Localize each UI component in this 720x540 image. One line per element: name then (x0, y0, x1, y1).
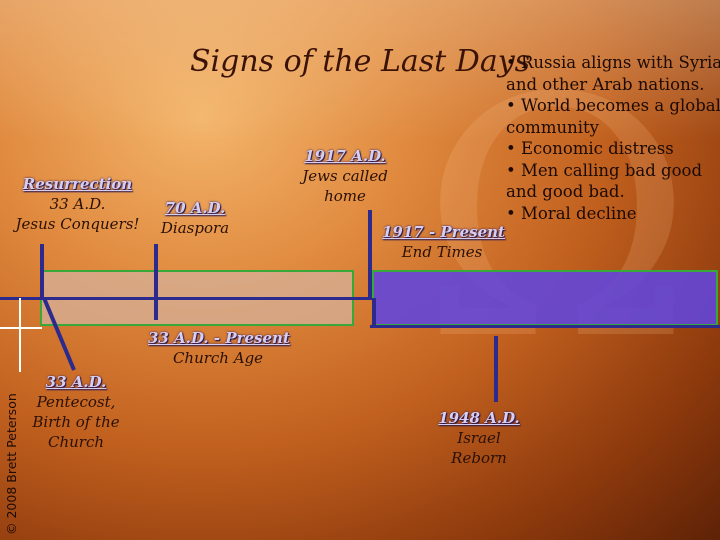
church-age-marker (154, 298, 158, 320)
signs-list-line: • Russia aligns with Syria (506, 53, 720, 72)
diaspora-date: 70 A.D. (164, 199, 226, 217)
church-age-label: 33 A.D. - Present Church Age (148, 328, 290, 368)
resurrection-date: 33 A.D. (49, 195, 106, 213)
diaspora-caption: Diaspora (160, 219, 230, 237)
diaspora-label: 70 A.D. Diaspora (145, 198, 245, 238)
signs-list-line: • Economic distress (506, 139, 674, 158)
israel-line-1: Israel (457, 429, 501, 447)
resurrection-marker (40, 244, 44, 298)
jews-home-line-2: home (324, 187, 366, 205)
pentecost-line-1: Pentecost, (36, 393, 116, 411)
timeline-axis (0, 297, 372, 300)
resurrection-title: Resurrection (22, 175, 133, 193)
signs-list: • Russia aligns with Syria and other Ara… (506, 52, 720, 224)
cross-icon-bar (0, 327, 42, 329)
omega-watermark-icon: Ω (420, 28, 694, 412)
end-times-marker (372, 298, 376, 326)
background-glow (0, 0, 720, 140)
jews-home-date: 1917 A.D. (304, 147, 386, 165)
signs-list-line: and other Arab nations. (506, 74, 705, 94)
jews-home-marker (368, 210, 372, 298)
pentecost-line-2: Birth of the (32, 413, 120, 431)
pentecost-line-3: Church (47, 433, 105, 451)
jews-home-label: 1917 A.D. Jews called home (285, 146, 405, 206)
church-age-date: 33 A.D. - Present (148, 329, 290, 347)
signs-list-line: • World becomes a global (506, 96, 720, 115)
pentecost-pointer-line (42, 297, 76, 371)
end-times-block (372, 270, 718, 326)
copyright-notice: © 2008 Brett Peterson (4, 393, 19, 535)
timeline-axis-lower (370, 325, 720, 328)
signs-list-line: community (506, 117, 599, 137)
jews-home-line-1: Jews called (302, 167, 388, 185)
resurrection-label: Resurrection 33 A.D. Jesus Conquers! (0, 174, 155, 234)
slide-title: Signs of the Last Days (190, 44, 531, 79)
end-times-label: 1917 - Present End Times (382, 222, 505, 262)
signs-list-line: • Men calling bad good (506, 160, 703, 180)
end-times-caption: End Times (401, 243, 483, 261)
end-times-date: 1917 - Present (382, 223, 505, 241)
israel-date: 1948 A.D. (438, 409, 520, 427)
israel-label: 1948 A.D. Israel Reborn (425, 408, 533, 468)
israel-marker (494, 336, 498, 402)
pentecost-label: 33 A.D. Pentecost, Birth of the Church (22, 372, 130, 452)
cross-icon (19, 298, 21, 372)
pentecost-date: 33 A.D. (45, 373, 107, 391)
israel-line-2: Reborn (451, 449, 507, 467)
diaspora-marker (154, 244, 158, 298)
signs-list-line: • Moral decline (506, 203, 637, 223)
church-age-caption: Church Age (172, 349, 264, 367)
resurrection-caption: Jesus Conquers! (15, 215, 140, 233)
signs-list-line: and good bad. (506, 182, 625, 201)
